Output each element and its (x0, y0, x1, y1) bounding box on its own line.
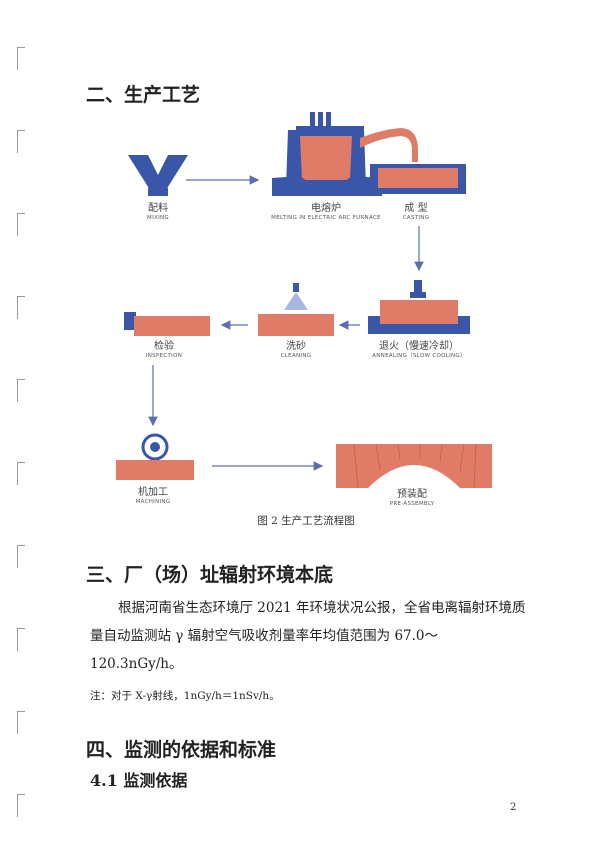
unit-note: 注：对于 X-γ射线，1nGy/h＝1nSv/h。 (90, 690, 280, 702)
step-label-en: MIXING (147, 215, 169, 221)
binding-mark (17, 47, 25, 70)
page-number: 2 (510, 802, 517, 813)
section-heading-production-process: 二、生产工艺 (86, 84, 201, 106)
binding-mark (17, 462, 25, 485)
step-label-en: ANNEALING（SLOW COOLING） (372, 352, 466, 359)
machining-tool-icon (116, 433, 194, 480)
sand-blasting-nozzle-icon (258, 283, 334, 336)
step-label-en: MELTING IN ELECTRIC ARC FURNACE (271, 215, 381, 221)
radiation-background-paragraph: 根据河南省生态环境厅 2021 年环境状况公报，全省电离辐射环境质量自动监测站 … (90, 600, 526, 672)
step-label-zh: 电熔炉 (311, 201, 341, 214)
binding-mark (17, 379, 25, 402)
step-label-zh: 预装配 (397, 487, 427, 500)
step-label-zh: 成 型 (404, 201, 427, 214)
section-heading-monitoring-basis: 四、监测的依据和标准 (86, 739, 277, 761)
binding-mark (17, 794, 25, 817)
annealing-kiln-icon (368, 280, 470, 334)
step-label-zh: 退火（慢速冷却） (379, 339, 459, 352)
inspection-block-icon (124, 312, 210, 336)
step-label-zh: 检验 (154, 339, 174, 352)
step-label-en: CLEANING (281, 353, 312, 359)
step-label-en: PRE-ASSEMBLY (390, 501, 435, 507)
process-flowchart: 配料 MIXING 电熔炉 MELTING IN ELECTRIC ARC FU… (116, 112, 492, 507)
step-label-en: CASTING (403, 215, 430, 221)
step-label-en: MACHINING (136, 499, 171, 505)
section-heading-radiation-background: 三、厂（场）址辐射环境本底 (86, 564, 334, 586)
binding-mark (17, 545, 25, 568)
step-label-zh: 洗砂 (286, 339, 306, 352)
electric-arc-furnace-icon (272, 112, 418, 196)
step-label-zh: 配料 (148, 201, 168, 214)
pre-assembly-arch-icon (336, 443, 492, 489)
binding-mark (17, 130, 25, 153)
casting-mould-icon (370, 164, 466, 194)
binding-mark (17, 296, 25, 319)
step-label-en: INSPECTION (146, 353, 182, 359)
figure-caption: 图 2 生产工艺流程图 (257, 515, 355, 527)
mixing-funnel-icon (128, 155, 188, 196)
binding-mark (17, 213, 25, 236)
subsection-heading-monitoring-basis: 4.1 监测依据 (90, 771, 188, 790)
binding-mark (17, 628, 25, 651)
binding-mark (17, 711, 25, 734)
step-label-zh: 机加工 (138, 485, 168, 498)
